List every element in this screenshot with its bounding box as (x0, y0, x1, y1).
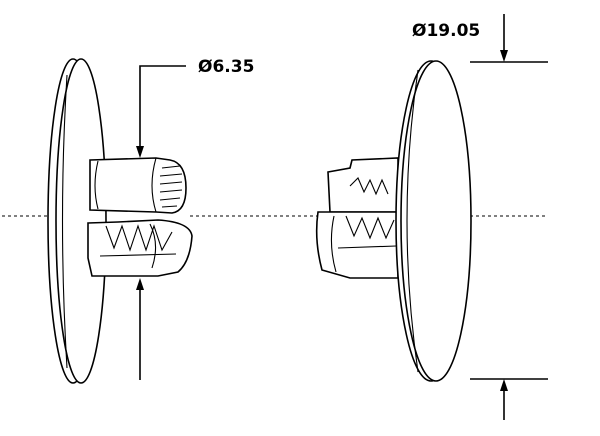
small-dim-arrow-top (136, 146, 144, 158)
left-upper-thread-lines (159, 165, 183, 208)
left-lower-shank (87, 219, 193, 277)
right-upper-shank (327, 157, 399, 213)
small-dim-arrow-bottom (136, 278, 144, 290)
large-dim-arrow-bottom (500, 379, 508, 391)
small-dim-leader-top (139, 65, 186, 150)
large-dim-arrow-top (500, 50, 508, 62)
large-diameter-label: Ø19.05 (412, 21, 480, 41)
left-disc-rim (61, 74, 68, 369)
right-part (315, 60, 472, 382)
small-diameter-label: Ø6.35 (198, 57, 254, 77)
right-disc-rim (406, 69, 419, 373)
left-part (47, 58, 193, 384)
right-lower-thread-teeth (345, 215, 395, 240)
left-disc-front (55, 58, 107, 384)
right-upper-thread-teeth (349, 177, 389, 196)
right-lower-shank (315, 211, 399, 279)
left-upper-shank (89, 157, 187, 214)
left-lower-thread-teeth (105, 224, 173, 252)
dimension-large-diameter: Ø19.05 (412, 14, 548, 420)
right-disc-front (400, 60, 472, 382)
dimension-small-diameter: Ø6.35 (136, 57, 254, 380)
